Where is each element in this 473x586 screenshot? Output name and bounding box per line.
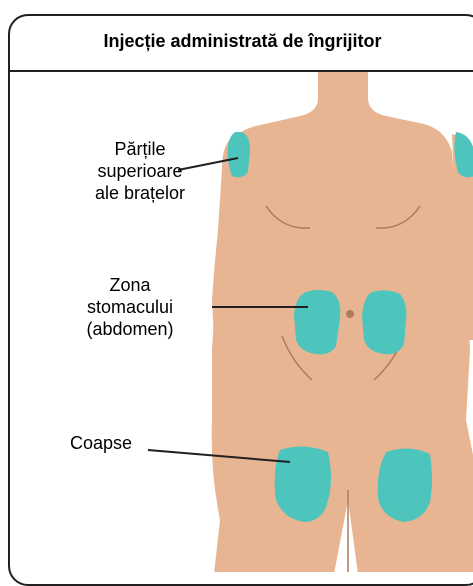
injection-site-abdomen-left	[294, 290, 340, 354]
navel	[346, 310, 354, 318]
injection-site-thigh-right	[378, 448, 432, 522]
upper-arms-label-line-1: Părțile	[76, 138, 204, 160]
abdomen-label: Zona stomacului (abdomen)	[66, 274, 194, 340]
upper-arms-label-line-3: ale brațelor	[76, 182, 204, 204]
injection-site-left-arm	[228, 132, 251, 178]
injection-site-thigh-left	[275, 446, 331, 522]
abdomen-label-line-2: stomacului	[66, 296, 194, 318]
injection-site-abdomen-right	[362, 290, 406, 354]
abdomen-label-line-3: (abdomen)	[66, 318, 194, 340]
upper-arms-label: Părțile superioare ale brațelor	[76, 138, 204, 204]
thighs-label: Coapse	[70, 432, 160, 454]
body-silhouette	[212, 68, 473, 574]
upper-arms-label-line-2: superioare	[76, 160, 204, 182]
abdomen-label-line-1: Zona	[66, 274, 194, 296]
